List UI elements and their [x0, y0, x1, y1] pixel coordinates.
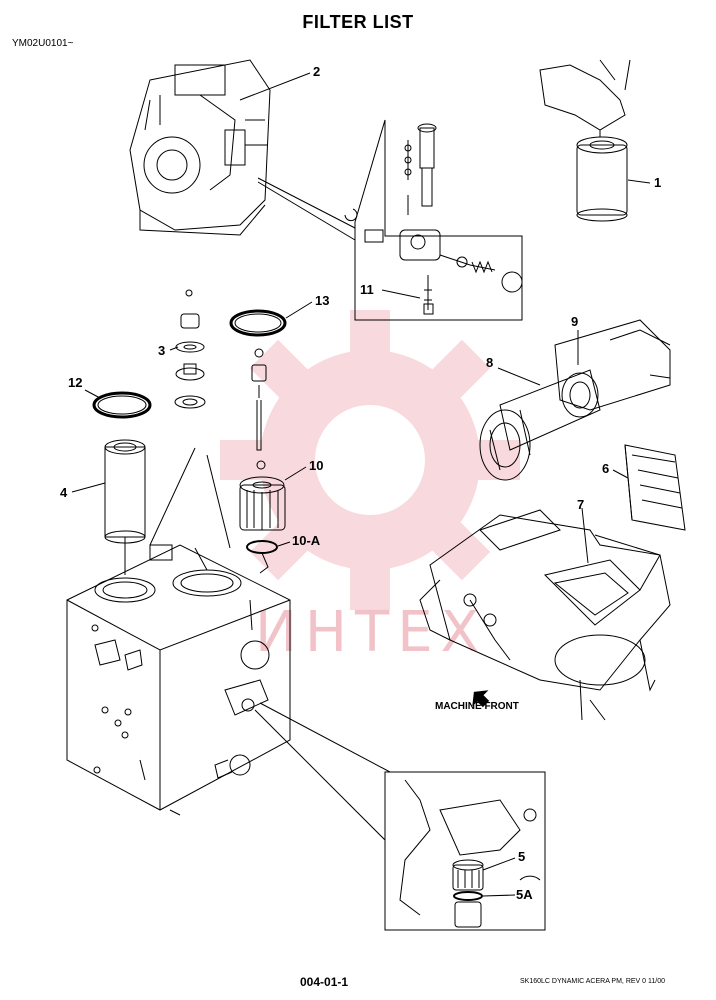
o-ring-10a: [246, 540, 278, 554]
watermark-text: ИНТЕХ: [255, 600, 487, 665]
manual-reference: SK160LC DYNAMIC ACERA PM, REV 0 11/00: [520, 978, 665, 985]
callout-6: 6: [602, 461, 610, 476]
callout-8: 8: [486, 355, 494, 370]
air-conditioner-unit: [419, 509, 671, 721]
callout-7: 7: [577, 497, 585, 512]
ac-filter-panel: [624, 444, 686, 531]
pilot-filter-parts: [174, 289, 206, 409]
callout-5a: 5A: [516, 887, 533, 902]
machine-front-arrow: [472, 690, 490, 708]
machine-front-label: MACHINE FRONT: [435, 701, 519, 712]
document-id: YM02U0101~: [12, 38, 74, 49]
callout-1: 1: [654, 175, 662, 190]
engine-illustration: [129, 59, 271, 236]
callout-13: 13: [315, 293, 330, 308]
callout-3: 3: [158, 343, 166, 358]
hydraulic-tank: [66, 537, 291, 816]
injection-pump-detail: [257, 119, 523, 321]
callout-leaders: [71, 72, 651, 897]
callout-9: 9: [571, 314, 579, 329]
callout-5: 5: [518, 849, 526, 864]
callout-2: 2: [313, 64, 321, 79]
suction-strainer: [239, 348, 286, 554]
callout-10: 10: [309, 458, 324, 473]
pilot-line-filter-detail: [254, 702, 546, 931]
return-filter-element: [104, 439, 146, 544]
engine-oil-filter: [539, 59, 631, 222]
o-ring-13: [229, 309, 287, 337]
callout-4: 4: [60, 485, 68, 500]
o-ring-12: [92, 391, 152, 419]
page-number: 004-01-1: [300, 975, 349, 989]
page-title: FILTER LIST: [302, 12, 414, 32]
callout-10a: 10-A: [292, 533, 321, 548]
callout-11: 11: [360, 282, 374, 297]
air-cleaner: [479, 319, 671, 481]
callout-12: 12: [68, 375, 83, 390]
